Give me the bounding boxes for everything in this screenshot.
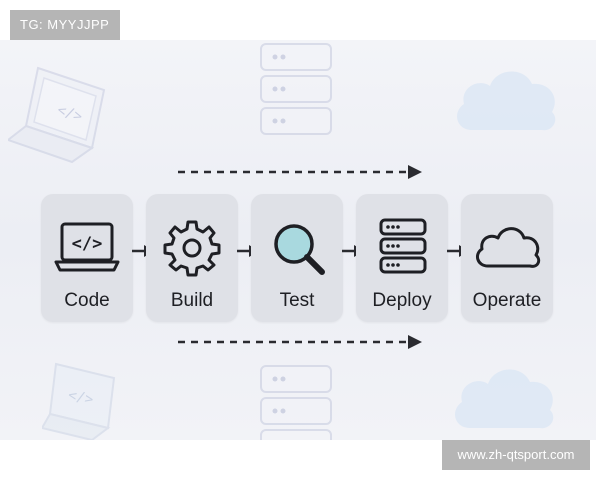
- server-stack-icon: [379, 218, 427, 274]
- cloud-icon: [475, 227, 541, 268]
- svg-text:</>: </>: [72, 234, 103, 254]
- stage-label-operate: Operate: [472, 290, 542, 311]
- stage-card-test: Test: [251, 194, 343, 322]
- stage-label-test: Test: [279, 290, 315, 311]
- stage-label-build: Build: [170, 290, 214, 311]
- stage-card-deploy: Deploy: [356, 194, 448, 322]
- watermark-bottom-right: www.zh-qtsport.com: [442, 440, 590, 470]
- stage-card-operate: Operate: [461, 194, 553, 322]
- code-laptop-icon: </>: [54, 222, 120, 272]
- stage-label-deploy: Deploy: [372, 290, 432, 311]
- magnifier-icon: [274, 224, 325, 275]
- watermark-top-left: TG: MYYJJPP: [10, 10, 120, 40]
- background-cloud-top-icon: [457, 71, 556, 131]
- svg-text:</>: </>: [55, 102, 84, 125]
- stage-label-code: Code: [64, 290, 110, 311]
- stage-card-code: </> Code: [41, 194, 133, 322]
- background-server-top-icon: [260, 43, 332, 135]
- dashed-flow-arrow-bottom: [178, 335, 422, 349]
- dashed-flow-arrow-top: [178, 165, 422, 179]
- background-laptop-top-icon: </>: [8, 66, 106, 164]
- background-server-bottom-icon: [260, 365, 332, 440]
- background-cloud-bottom-icon: [455, 369, 554, 429]
- background-laptop-bottom-icon: </>: [42, 362, 116, 440]
- stage-card-build: Build: [146, 194, 238, 322]
- svg-text:</>: </>: [67, 387, 95, 408]
- gear-icon: [163, 220, 221, 277]
